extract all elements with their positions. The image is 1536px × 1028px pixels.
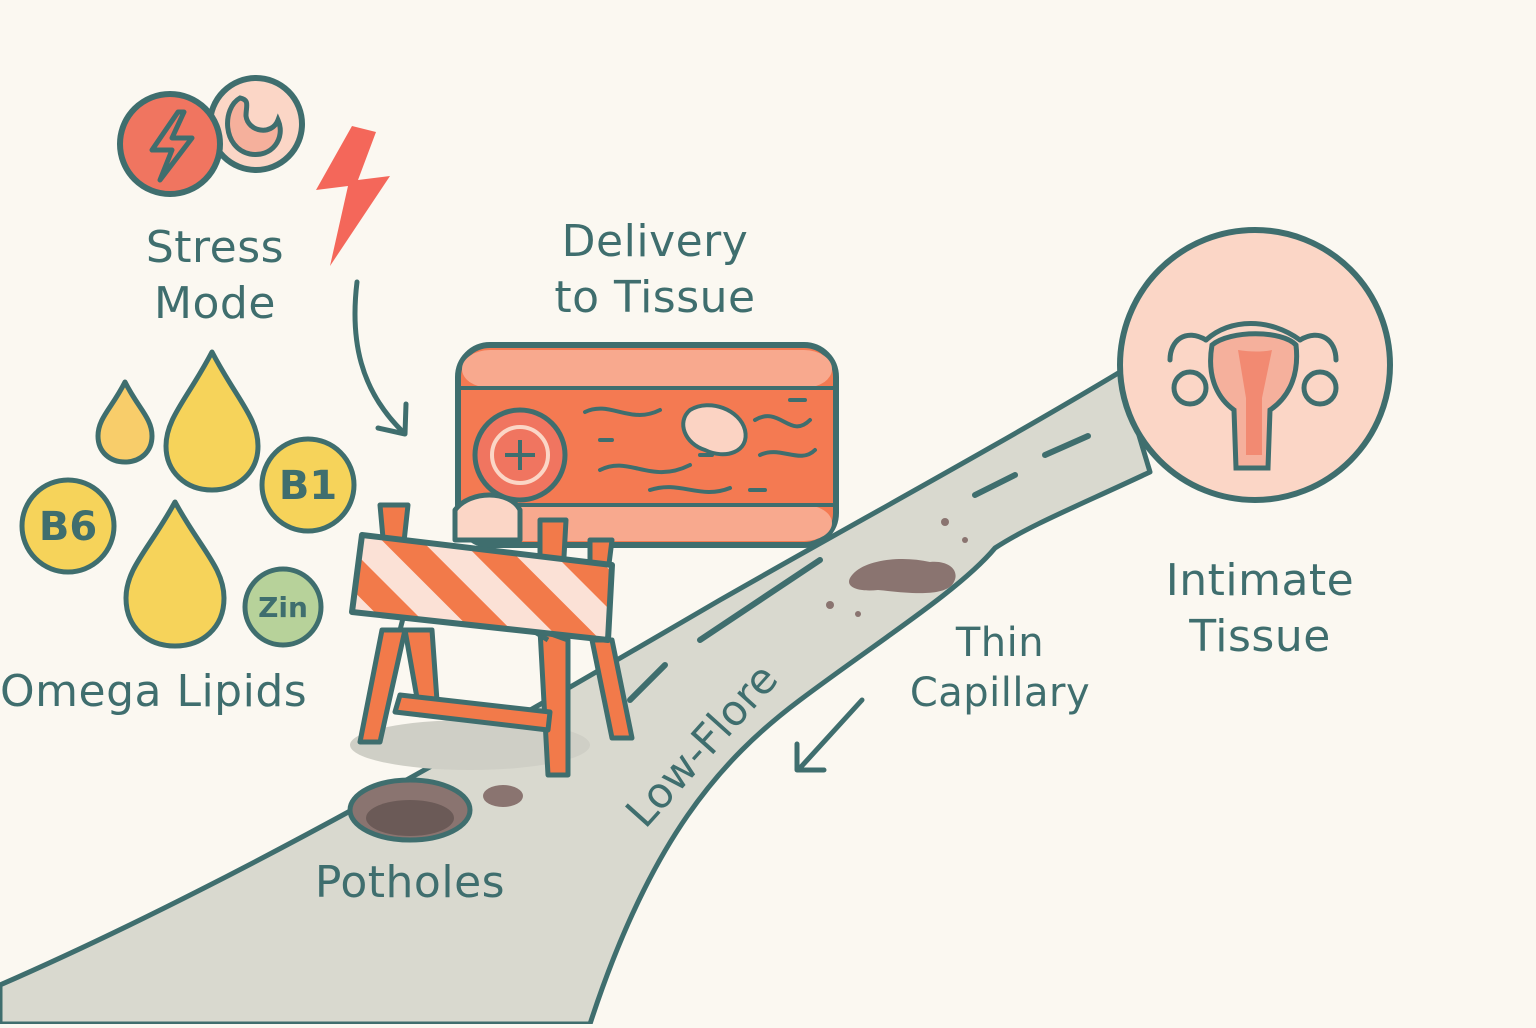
lightning-icon	[117, 91, 223, 197]
potholes-label: Potholes	[314, 857, 506, 908]
stress-line-1: Stress	[145, 222, 285, 273]
omega-lipids-label: Omega Lipids	[0, 666, 308, 717]
arrow-icon	[352, 279, 409, 437]
blood-vessel-icon	[455, 342, 839, 548]
uterus-icon	[1117, 227, 1393, 503]
capillary-arrow-icon	[794, 697, 865, 773]
svg-text:Zin: Zin	[258, 591, 308, 624]
intimate-line-2: Tissue	[1189, 611, 1331, 662]
thin-line-2: Capillary	[909, 670, 1091, 716]
stress-line-2: Mode	[154, 278, 276, 329]
vitamin-zinc: Zin	[242, 566, 324, 648]
thin-line-1: Thin	[955, 620, 1045, 666]
potholes	[347, 518, 968, 843]
thin-capillary-label: Thin Capillary	[880, 618, 1120, 718]
vitamin-b1: B1	[259, 436, 357, 534]
oil-drop-icon	[95, 349, 261, 649]
delivery-line-1: Delivery	[561, 216, 749, 267]
road-center-line	[627, 433, 1091, 703]
svg-text:B6: B6	[39, 504, 97, 550]
stress-mode-label: Stress Mode	[120, 220, 310, 332]
barrier-icon	[349, 407, 635, 778]
delivery-label: Delivery to Tissue	[510, 214, 800, 326]
intimate-line-1: Intimate	[1165, 555, 1355, 606]
vitamin-b6: B6	[19, 477, 117, 575]
intimate-tissue-label: Intimate Tissue	[1125, 553, 1395, 665]
lightning-bolt-icon	[316, 126, 390, 266]
svg-text:B1: B1	[279, 463, 337, 509]
delivery-line-2: to Tissue	[554, 272, 756, 323]
moon-icon	[207, 75, 305, 173]
